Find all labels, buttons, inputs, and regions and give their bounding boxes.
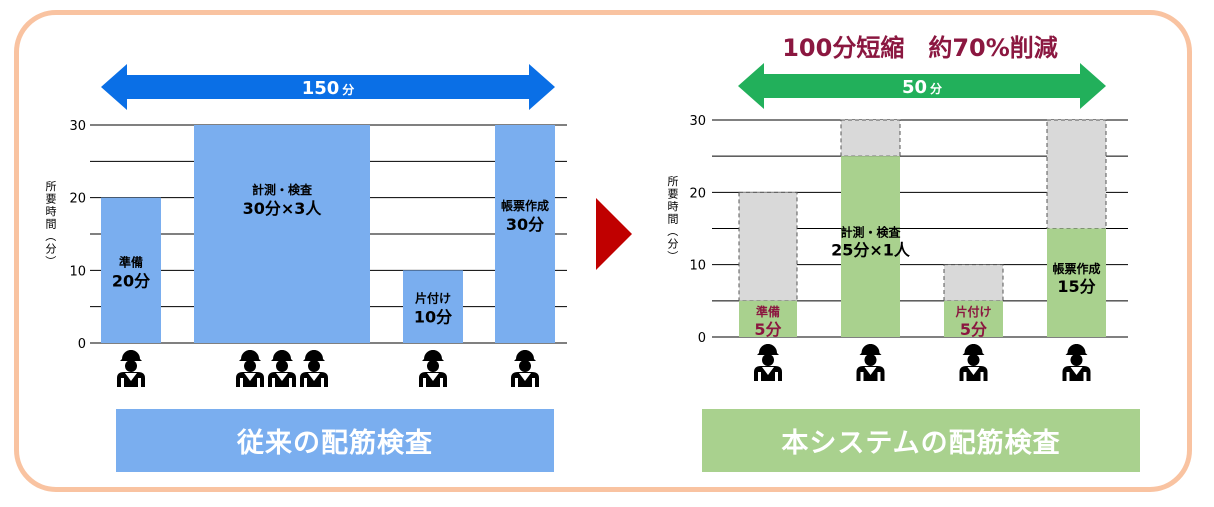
right-bar-value: 5分 bbox=[754, 320, 781, 339]
left-ylabel-char: 分 bbox=[46, 243, 57, 256]
right-ylabel-char: 分 bbox=[668, 238, 679, 251]
left-ylabel-char: 所 bbox=[46, 180, 57, 193]
right-ytick-label: 0 bbox=[698, 331, 706, 346]
left-ylabel-char: ） bbox=[44, 256, 57, 267]
right-ylabel-char: ） bbox=[666, 251, 679, 262]
right-bar-4 bbox=[1047, 228, 1106, 337]
worker-icon bbox=[300, 350, 328, 387]
chart-labels: 0102030所要時間（分）0102030所要時間（分）準備20分計測・検査30… bbox=[44, 77, 1101, 352]
left-ylabel-char: 時 bbox=[46, 205, 57, 218]
left-bar-1 bbox=[101, 197, 161, 343]
left-ylabel-char: 要 bbox=[46, 193, 57, 206]
left-bar-name: 計測・検査 bbox=[252, 182, 313, 197]
right-ylabel-char: 所 bbox=[668, 175, 679, 188]
right-bar-1 bbox=[739, 300, 797, 337]
duration-arrows bbox=[101, 63, 1106, 110]
right-bar-value: 5分 bbox=[960, 320, 987, 339]
left-bar-4 bbox=[495, 125, 555, 343]
right-ylabel-char: 時 bbox=[668, 200, 679, 213]
right-ytick-label: 30 bbox=[689, 114, 706, 129]
left-ytick-label: 10 bbox=[69, 264, 86, 279]
left-ytick-label: 30 bbox=[69, 119, 86, 134]
right-saved-bar-3 bbox=[943, 264, 1004, 302]
worker-icon bbox=[268, 350, 296, 387]
right-ylabel-char: 要 bbox=[668, 188, 679, 201]
right-caption: 本システムの配筋検査 bbox=[702, 409, 1140, 472]
right-ytick-label: 10 bbox=[689, 259, 706, 274]
left-bar-value: 10分 bbox=[414, 308, 452, 327]
right-bar-value: 15分 bbox=[1057, 277, 1095, 296]
left-bar-name: 準備 bbox=[119, 254, 143, 269]
left-bar-value: 20分 bbox=[112, 271, 150, 290]
worker-icon bbox=[117, 350, 145, 387]
right-bar-name: 帳票作成 bbox=[1052, 261, 1100, 276]
left-ylabel-char: （ bbox=[44, 231, 57, 242]
left-ytick-label: 20 bbox=[69, 192, 86, 207]
right-saved-bar-2 bbox=[840, 119, 901, 157]
worker-icon bbox=[419, 350, 447, 387]
right-bar-name: 計測・検査 bbox=[840, 225, 901, 240]
left-bar-2 bbox=[194, 125, 370, 343]
worker-icon bbox=[511, 350, 539, 387]
worker-icon bbox=[754, 344, 782, 381]
left-bar-name: 片付け bbox=[415, 291, 451, 306]
left-bars bbox=[101, 125, 555, 343]
right-ylabel-char: 間 bbox=[668, 213, 679, 226]
worker-icon bbox=[1062, 344, 1091, 381]
right-saved-bar-4 bbox=[1046, 119, 1107, 229]
right-ytick-label: 20 bbox=[689, 186, 706, 201]
left-ylabel-char: 間 bbox=[46, 218, 57, 231]
left-bar-value: 30分 bbox=[506, 215, 544, 234]
left-duration-arrow bbox=[101, 64, 555, 110]
left-ytick-label: 0 bbox=[78, 337, 86, 352]
right-bar-value: 25分×1人 bbox=[831, 241, 911, 260]
right-ylabel-char: （ bbox=[666, 226, 679, 237]
right-bar-name: 片付け bbox=[955, 304, 991, 319]
right-bar-name: 準備 bbox=[756, 304, 780, 319]
worker-icon bbox=[856, 344, 885, 381]
worker-icon bbox=[959, 344, 988, 381]
left-bar-value: 30分×3人 bbox=[243, 199, 323, 218]
right-bars bbox=[738, 119, 1107, 337]
worker-icon bbox=[236, 350, 264, 387]
left-caption: 従来の配筋検査 bbox=[116, 409, 554, 472]
left-bar-name: 帳票作成 bbox=[501, 198, 549, 213]
transition-arrow bbox=[596, 198, 632, 270]
right-bar-3 bbox=[944, 300, 1003, 337]
right-bar-2 bbox=[841, 156, 900, 337]
headline: 100分短縮 約70%削減 bbox=[782, 34, 1058, 62]
left-bar-3 bbox=[403, 270, 463, 343]
right-saved-bar-1 bbox=[738, 191, 798, 302]
worker-icons bbox=[117, 344, 1091, 387]
right-duration-arrow bbox=[738, 63, 1106, 109]
